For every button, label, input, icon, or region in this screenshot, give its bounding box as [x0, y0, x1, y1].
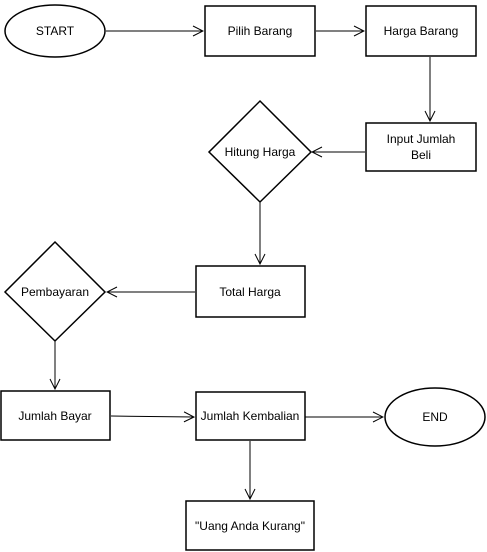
node-uang-anda-kurang[interactable]: "Uang Anda Kurang"	[185, 500, 315, 551]
node-start[interactable]: START	[4, 4, 106, 58]
pembayaran-label: Pembayaran	[21, 285, 89, 299]
jumlah-kembalian-box	[195, 391, 306, 441]
node-input-jumlah-beli[interactable]: Input Jumlah Beli	[365, 122, 477, 172]
harga-barang-label: Harga Barang	[384, 24, 459, 38]
hitung-harga-label: Hitung Harga	[225, 145, 296, 159]
edge-jumlah-bayar-to-kembalian	[110, 416, 194, 417]
node-pilih-barang[interactable]: Pilih Barang	[204, 5, 316, 57]
total-harga-box	[195, 265, 306, 318]
end-ellipse	[384, 387, 486, 447]
node-hitung-harga[interactable]: Hitung Harga	[207, 99, 313, 204]
start-label: START	[36, 24, 75, 38]
total-harga-label: Total Harga	[219, 285, 281, 299]
node-jumlah-bayar[interactable]: Jumlah Bayar	[0, 390, 111, 441]
flowchart-edges	[55, 31, 430, 499]
end-label: END	[422, 410, 448, 424]
harga-barang-box	[365, 5, 477, 57]
start-ellipse	[4, 4, 106, 58]
pilih-barang-label: Pilih Barang	[228, 24, 293, 38]
uang-anda-kurang-box	[185, 500, 315, 551]
uang-anda-kurang-label: "Uang Anda Kurang"	[195, 519, 305, 533]
jumlah-bayar-label: Jumlah Bayar	[18, 409, 91, 423]
node-jumlah-kembalian[interactable]: Jumlah Kembalian	[195, 391, 306, 441]
pembayaran-diamond	[3, 240, 107, 343]
node-pembayaran[interactable]: Pembayaran	[3, 240, 107, 343]
input-jumlah-beli-label-line1: Input Jumlah	[387, 132, 456, 146]
node-end[interactable]: END	[384, 387, 486, 447]
jumlah-kembalian-label: Jumlah Kembalian	[201, 409, 300, 423]
hitung-harga-diamond	[207, 99, 313, 204]
jumlah-bayar-box	[0, 390, 111, 441]
node-harga-barang[interactable]: Harga Barang	[365, 5, 477, 57]
pilih-barang-box	[204, 5, 316, 57]
input-jumlah-beli-box	[365, 122, 477, 172]
node-total-harga[interactable]: Total Harga	[195, 265, 306, 318]
input-jumlah-beli-label-line2: Beli	[411, 148, 431, 162]
